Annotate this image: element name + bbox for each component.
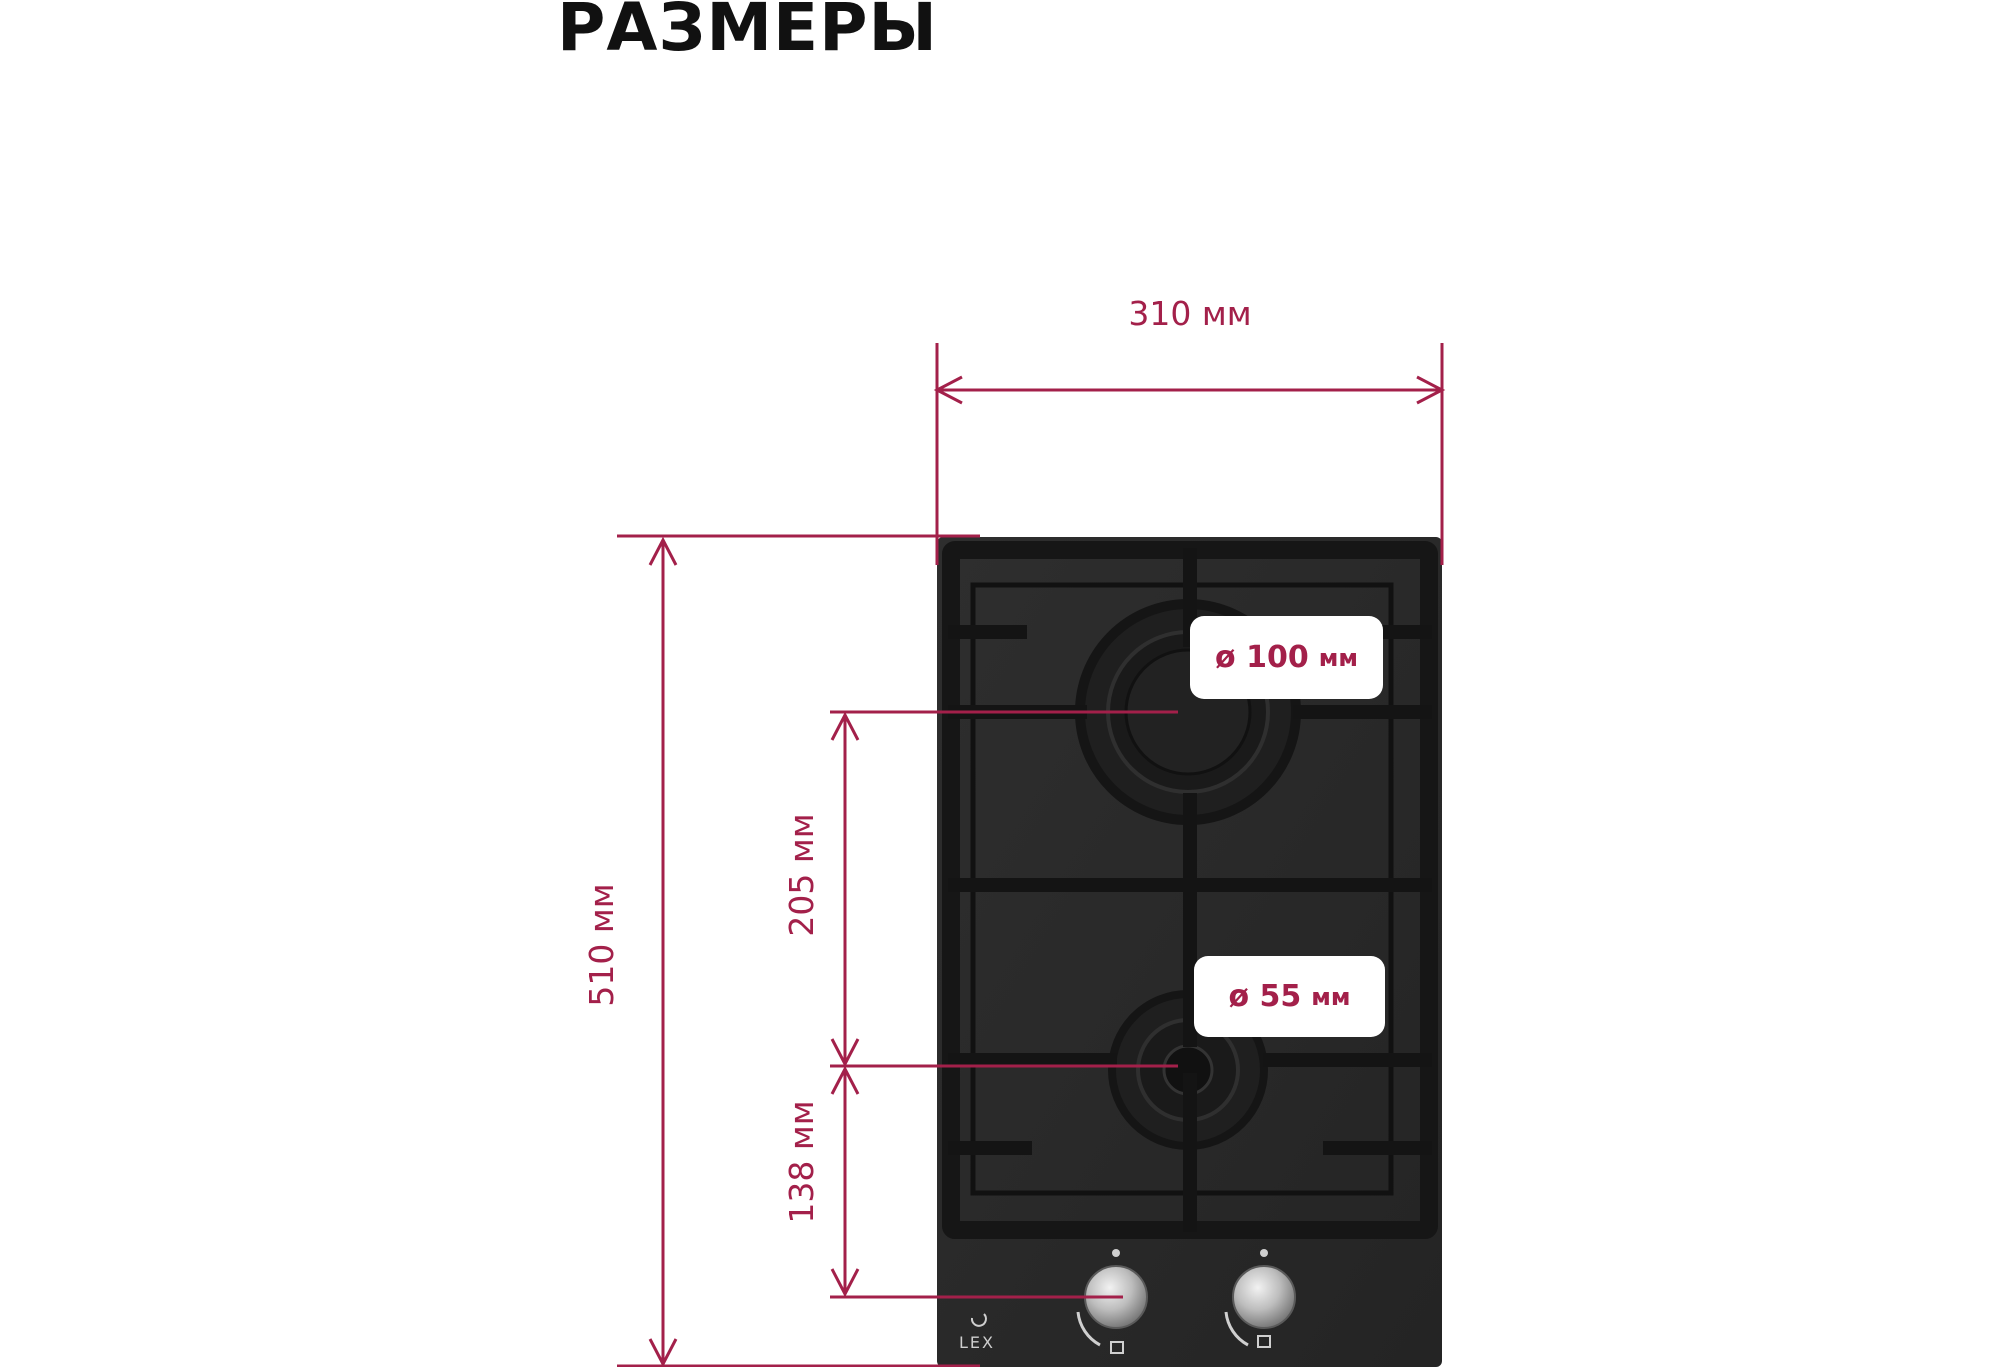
height-label: 510 мм — [582, 883, 621, 1006]
small-burner-diameter-badge: ø 55 мм — [1194, 956, 1385, 1037]
small-burner-unit: мм — [1311, 982, 1351, 1011]
burner-to-knob-label: 138 мм — [782, 1100, 821, 1223]
large-burner-diameter-badge: ø 100 мм — [1190, 616, 1383, 699]
large-burner-unit: мм — [1318, 643, 1358, 672]
dimension-lines — [617, 343, 1446, 1367]
right-control-knob — [1224, 1249, 1296, 1348]
small-burner-diameter: ø 55 — [1228, 979, 1302, 1014]
burner-spacing-label: 205 мм — [782, 813, 821, 936]
brand-logo-text: LEX — [959, 1333, 995, 1352]
brand-logo: LEX — [959, 1313, 995, 1352]
large-burner-diameter: ø 100 — [1215, 640, 1309, 675]
width-label: 310 мм — [1128, 294, 1251, 333]
page-title: РАЗМЕРЫ — [557, 0, 938, 66]
